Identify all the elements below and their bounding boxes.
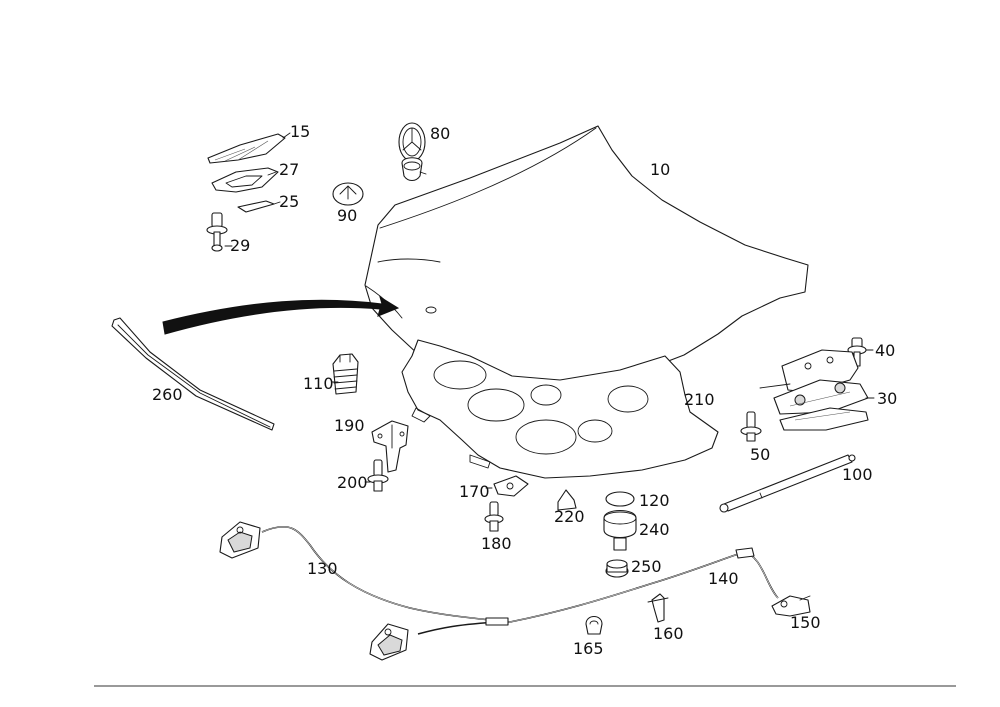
callout-165: 165 bbox=[573, 639, 604, 658]
callout-27: 27 bbox=[279, 160, 300, 179]
part-15-trim bbox=[207, 132, 291, 164]
part-140-cable bbox=[509, 547, 779, 623]
callout-110: 110 bbox=[303, 374, 334, 393]
part-150-lock bbox=[771, 595, 811, 617]
part-25-clip bbox=[237, 200, 281, 213]
part-29-bolt bbox=[206, 212, 233, 252]
part-210-insulation bbox=[401, 339, 719, 479]
part-260-seal bbox=[111, 317, 275, 431]
callout-29: 29 bbox=[230, 236, 251, 255]
callout-130: 130 bbox=[307, 559, 338, 578]
callout-30: 30 bbox=[877, 389, 898, 408]
callout-100: 100 bbox=[842, 465, 873, 484]
part-120-pad bbox=[605, 491, 635, 507]
part-240-buffer bbox=[603, 509, 637, 551]
callout-220: 220 bbox=[554, 507, 585, 526]
part-190-bracket bbox=[371, 420, 409, 473]
callout-40: 40 bbox=[875, 341, 896, 360]
callout-250: 250 bbox=[631, 557, 662, 576]
callout-50: 50 bbox=[750, 445, 771, 464]
arrow-to-hood bbox=[162, 295, 400, 335]
part-170-catch bbox=[485, 475, 529, 497]
part-50-bolt bbox=[740, 411, 762, 442]
part-250-grommet bbox=[605, 559, 629, 578]
part-30-hinge bbox=[759, 349, 875, 431]
part-130-handle-right bbox=[369, 623, 409, 661]
callout-25: 25 bbox=[279, 192, 300, 211]
part-27-frame bbox=[211, 167, 279, 193]
callout-190: 190 bbox=[334, 416, 365, 435]
part-100-strut bbox=[719, 454, 856, 513]
callout-170: 170 bbox=[459, 482, 490, 501]
callout-180: 180 bbox=[481, 534, 512, 553]
callout-80: 80 bbox=[430, 124, 451, 143]
callout-90: 90 bbox=[337, 206, 358, 225]
part-130-handle-left bbox=[219, 521, 261, 559]
part-110-spring bbox=[331, 353, 359, 395]
callout-140: 140 bbox=[708, 569, 739, 588]
part-220-clip bbox=[557, 489, 577, 511]
callout-15: 15 bbox=[290, 122, 311, 141]
callout-240: 240 bbox=[639, 520, 670, 539]
part-165-clip bbox=[585, 615, 603, 635]
part-80-emblem bbox=[398, 122, 427, 182]
callout-260: 260 bbox=[152, 385, 183, 404]
part-180-pin bbox=[484, 501, 504, 532]
callout-120: 120 bbox=[639, 491, 670, 510]
callout-210: 210 bbox=[684, 390, 715, 409]
part-90-emblem-base bbox=[332, 182, 364, 206]
callout-150: 150 bbox=[790, 613, 821, 632]
part-160-holder bbox=[647, 593, 669, 623]
callout-200: 200 bbox=[337, 473, 368, 492]
callout-160: 160 bbox=[653, 624, 684, 643]
part-200-bolt bbox=[364, 459, 389, 492]
part-130-cable bbox=[261, 526, 511, 635]
callout-10: 10 bbox=[650, 160, 671, 179]
